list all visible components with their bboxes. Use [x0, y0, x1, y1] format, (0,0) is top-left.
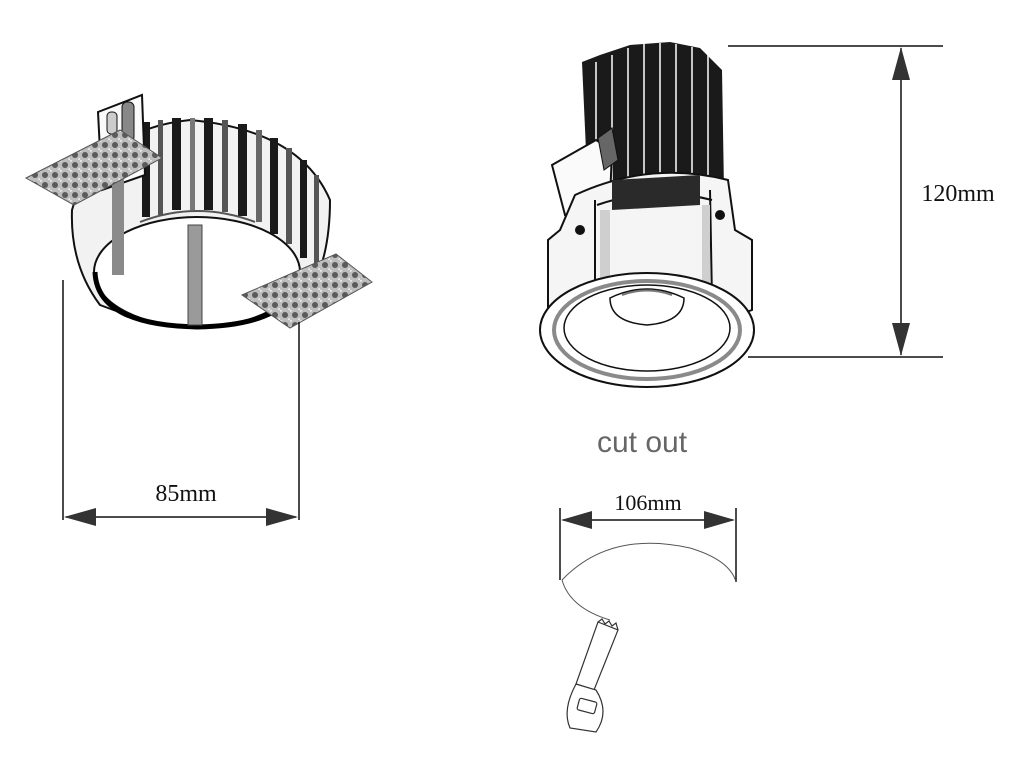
height-dimension: 120mm [728, 45, 995, 358]
mesh-plate-right [240, 253, 373, 329]
housing-fins [142, 118, 319, 265]
saw-tool-icon [566, 618, 619, 733]
width-dimension: 85mm [62, 280, 300, 526]
width-label: 85mm [155, 481, 217, 507]
height-label: 120mm [921, 181, 995, 207]
cutout-label: 106mm [614, 490, 681, 515]
cutout-caption: cut out [597, 426, 688, 459]
mounting-frame-drawing [24, 93, 373, 330]
cutout-dimension: 106mm [559, 490, 737, 621]
mesh-plate-left [24, 129, 163, 206]
downlight-module-drawing [539, 42, 755, 388]
